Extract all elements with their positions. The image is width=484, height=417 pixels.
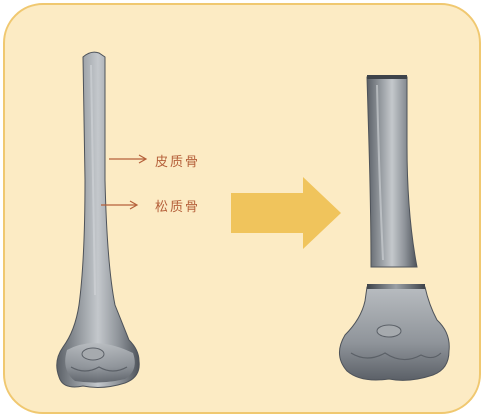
cut-bone-end	[339, 284, 449, 380]
cancellous-bone-label: 松质骨	[155, 196, 200, 215]
diagram-panel: 皮质骨 松质骨	[3, 3, 481, 414]
bone-illustration	[5, 5, 481, 414]
full-bone	[57, 52, 139, 387]
label-arrows	[101, 155, 146, 209]
cut-bone-shaft	[367, 75, 417, 267]
cortical-bone-label: 皮质骨	[155, 151, 200, 170]
transform-arrow	[231, 177, 341, 249]
